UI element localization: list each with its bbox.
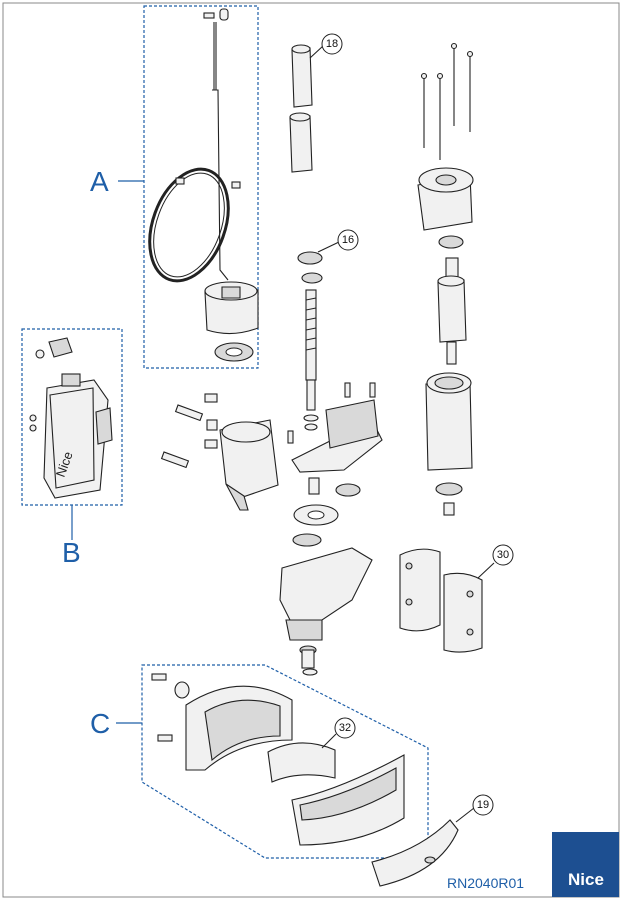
gear-housing-upper (291, 399, 383, 473)
callout-18-label: 18 (326, 38, 338, 50)
group-b-box (21, 328, 123, 540)
group-b-label: B (62, 537, 81, 568)
cable-assembly (148, 8, 241, 283)
gear-set (292, 477, 361, 547)
group-a-box (118, 5, 259, 369)
limit-switch-unit (204, 281, 259, 362)
group-a-label: A (90, 166, 109, 197)
callout-19-label: 19 (477, 799, 489, 811)
half-shells-30 (399, 548, 483, 653)
callout-16-label: 16 (342, 234, 354, 246)
callout-32: 32 (321, 717, 356, 749)
brake-ring-assembly (151, 673, 405, 846)
motor-stator (425, 372, 473, 516)
gear-housing-lower (279, 547, 373, 676)
motor-rotor (437, 257, 467, 365)
brand-logo-text: Nice (568, 870, 604, 889)
callout-30: 30 (477, 544, 514, 579)
callout-18: 18 (309, 33, 343, 59)
control-board: Nice (29, 337, 113, 499)
brake-bracket (219, 419, 279, 511)
callout-32-label: 32 (339, 722, 351, 734)
motor-end-cap (417, 167, 474, 249)
callout-16: 16 (317, 229, 359, 253)
coupling-part-18 (289, 44, 313, 173)
callout-19: 19 (455, 794, 494, 823)
screws-set (160, 382, 376, 469)
group-c-label: C (90, 708, 110, 739)
threaded-shaft-16 (297, 251, 323, 431)
brand-logo: Nice (552, 832, 619, 897)
drawing-code: RN2040R01 (447, 875, 524, 891)
tie-rods (420, 42, 474, 160)
callout-30-label: 30 (497, 549, 509, 561)
cover-strip-19 (371, 819, 459, 887)
